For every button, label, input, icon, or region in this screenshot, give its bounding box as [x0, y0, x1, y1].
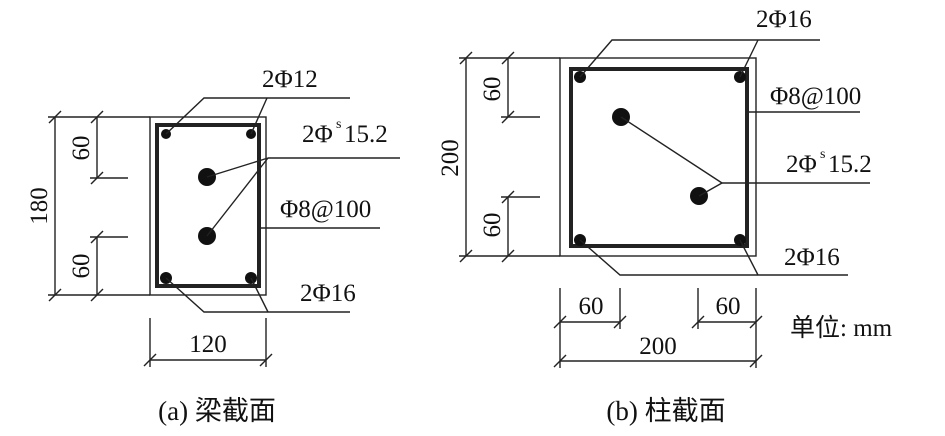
- column-strand-size: 15.2: [828, 151, 872, 178]
- column-strand-label: 2Φ s 15.2: [786, 147, 872, 178]
- beam-leaders: [165, 97, 400, 313]
- column-caption: (b) 柱截面: [606, 396, 725, 426]
- column-width-label: 200: [639, 333, 677, 360]
- beam-stirrup-label: Φ8@100: [280, 196, 371, 223]
- column-strand-sup: s: [820, 147, 825, 162]
- beam-strand-sup: s: [336, 117, 341, 132]
- column-outline: [559, 57, 757, 257]
- column-strand-prefix: 2Φ: [786, 151, 817, 178]
- column-top-rebar-label: 2Φ16: [756, 6, 812, 33]
- beam-width-dimension: 120: [143, 318, 273, 367]
- beam-strand-label: 2Φ s 15.2: [302, 117, 388, 148]
- beam-top-offset-label: 60: [68, 136, 95, 161]
- beam-strand-prefix: 2Φ: [302, 121, 333, 148]
- column-leaders: [579, 39, 870, 276]
- column-right-offset-label: 60: [716, 293, 741, 320]
- beam-top-rebar-label: 2Φ12: [262, 66, 318, 93]
- unit-label: 单位: mm: [790, 314, 893, 342]
- column-left-offset-label: 60: [579, 293, 604, 320]
- column-horizontal-dimensions: 60 60 200: [553, 288, 763, 368]
- column-stirrup: [569, 67, 749, 248]
- column-section: 2Φ16 Φ8@100 2Φ s 15.2 2Φ16 200 60 60: [437, 6, 893, 426]
- beam-height-label: 180: [26, 187, 53, 225]
- beam-stirrup: [155, 123, 261, 288]
- beam-strand-size: 15.2: [344, 121, 388, 148]
- beam-section: 2Φ12 2Φ s 15.2 Φ8@100 2Φ16 180 60 60: [26, 66, 400, 426]
- beam-vertical-dimensions: 180 60 60: [26, 110, 150, 302]
- column-stirrup-label: Φ8@100: [770, 83, 861, 110]
- column-bottom-offset-label: 60: [479, 213, 506, 238]
- beam-caption: (a) 梁截面: [158, 396, 276, 426]
- beam-bottom-offset-label: 60: [68, 254, 95, 279]
- beam-bottom-rebar-label: 2Φ16: [300, 280, 356, 307]
- column-vertical-dimensions: 200 60 60: [437, 51, 560, 263]
- beam-outline: [149, 116, 267, 296]
- column-bottom-rebar-label: 2Φ16: [784, 244, 840, 271]
- column-height-label: 200: [437, 139, 464, 177]
- beam-width-label: 120: [189, 331, 227, 358]
- column-top-offset-label: 60: [479, 77, 506, 102]
